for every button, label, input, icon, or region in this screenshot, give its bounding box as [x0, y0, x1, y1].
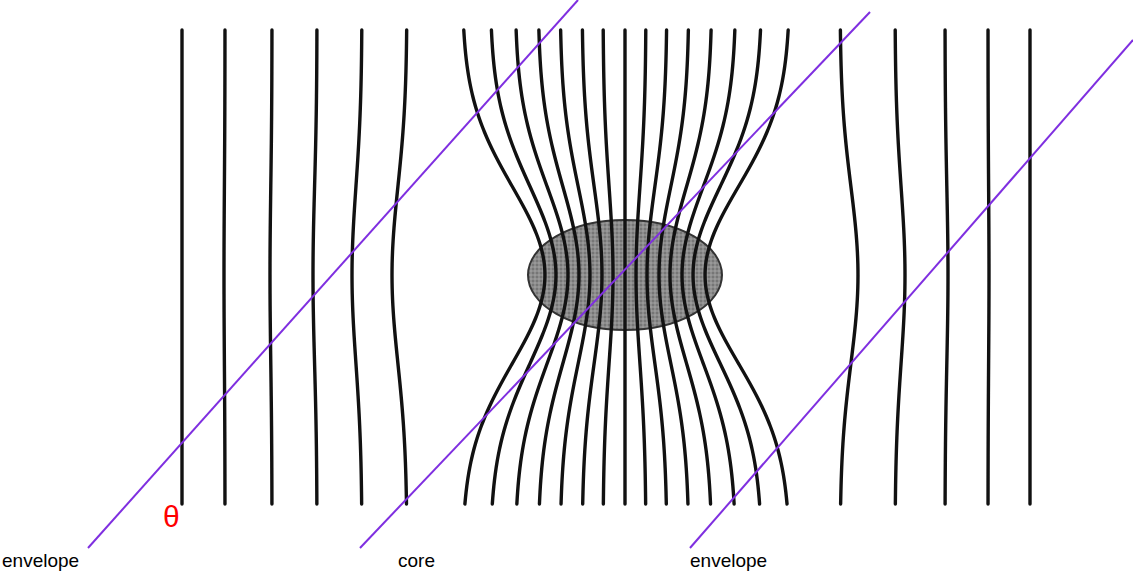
- region-label: core: [398, 551, 435, 572]
- field-line: [539, 30, 579, 504]
- field-line: [895, 30, 905, 504]
- field-line: [693, 30, 760, 504]
- field-line: [352, 30, 362, 504]
- field-line: [582, 30, 602, 504]
- field-line: [270, 30, 272, 504]
- field-line: [392, 30, 407, 504]
- sight-line: [88, 0, 578, 548]
- field-line: [180, 30, 183, 504]
- field-line: [516, 30, 568, 504]
- field-line: [636, 30, 646, 504]
- field-line: [840, 30, 858, 504]
- field-line: [945, 30, 948, 504]
- field-line: [603, 30, 613, 504]
- field-line: [682, 30, 735, 504]
- region-label: envelope: [690, 551, 767, 572]
- field-line: [222, 30, 226, 504]
- field-line: [986, 30, 990, 504]
- angle-label: θ: [163, 500, 180, 533]
- field-line: [1028, 30, 1031, 504]
- field-line: [647, 30, 667, 504]
- field-line: [705, 30, 788, 504]
- field-line: [313, 30, 317, 504]
- region-label: envelope: [2, 551, 79, 572]
- sight-line: [690, 40, 1133, 548]
- sight-line: [360, 12, 870, 548]
